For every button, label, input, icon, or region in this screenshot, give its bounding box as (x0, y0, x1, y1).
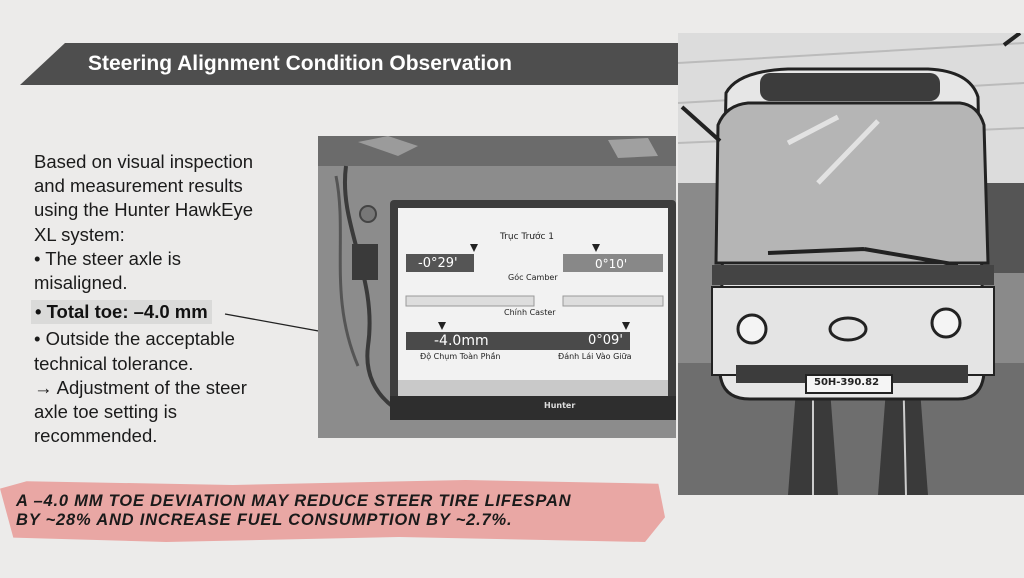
toe-label: Độ Chụm Toàn Phần (420, 352, 501, 361)
body-line: → Adjustment of the steer (34, 376, 247, 398)
thrust-value: 0°09' (588, 333, 623, 348)
body-line: recommended. (34, 425, 158, 447)
observation-text: Based on visual inspection and measureme… (31, 150, 304, 448)
camber-value: -0°29' (418, 256, 458, 271)
camber-value-right: 0°10' (595, 257, 628, 271)
bus-illustration: 50H-390.82 (678, 33, 1024, 495)
body-line: Based on visual inspection (34, 151, 254, 172)
alignment-monitor-photo: Trục Trước 1 -0°29' Góc Camber 0°10' Chí… (318, 136, 676, 438)
hunter-logo: Hunter (544, 401, 576, 410)
page-title: Steering Alignment Condition Observation (88, 52, 512, 75)
license-plate: 50H-390.82 (814, 377, 880, 388)
alert-line: A –4.0 mm toe deviation may reduce steer… (16, 492, 572, 510)
body-line: XL system: (34, 223, 125, 245)
screen-header: Trục Trước 1 (500, 232, 555, 242)
body-line: technical tolerance. (34, 352, 194, 374)
body-line: • Outside the acceptable (34, 328, 235, 350)
thrust-label: Đánh Lái Vào Giữa (558, 352, 632, 361)
body-line: misaligned. (34, 272, 128, 294)
body-line: using the Hunter HawkEye (34, 199, 254, 221)
body-line: • The steer axle is (34, 247, 182, 269)
alert-line: by ~28% and increase fuel consumption by… (16, 511, 513, 529)
alert-text: A –4.0 mm toe deviation may reduce steer… (16, 492, 666, 530)
camber-label: Góc Camber (508, 273, 558, 282)
title-banner (20, 43, 680, 85)
toe-value: -4.0mm (434, 333, 489, 349)
body-line: axle toe setting is (34, 401, 177, 423)
total-toe-highlight: • Total toe: –4.0 mm (31, 300, 212, 325)
caster-label: Chính Caster (504, 308, 556, 317)
body-line: and measurement results (34, 175, 243, 197)
alert-highlight (0, 480, 665, 542)
